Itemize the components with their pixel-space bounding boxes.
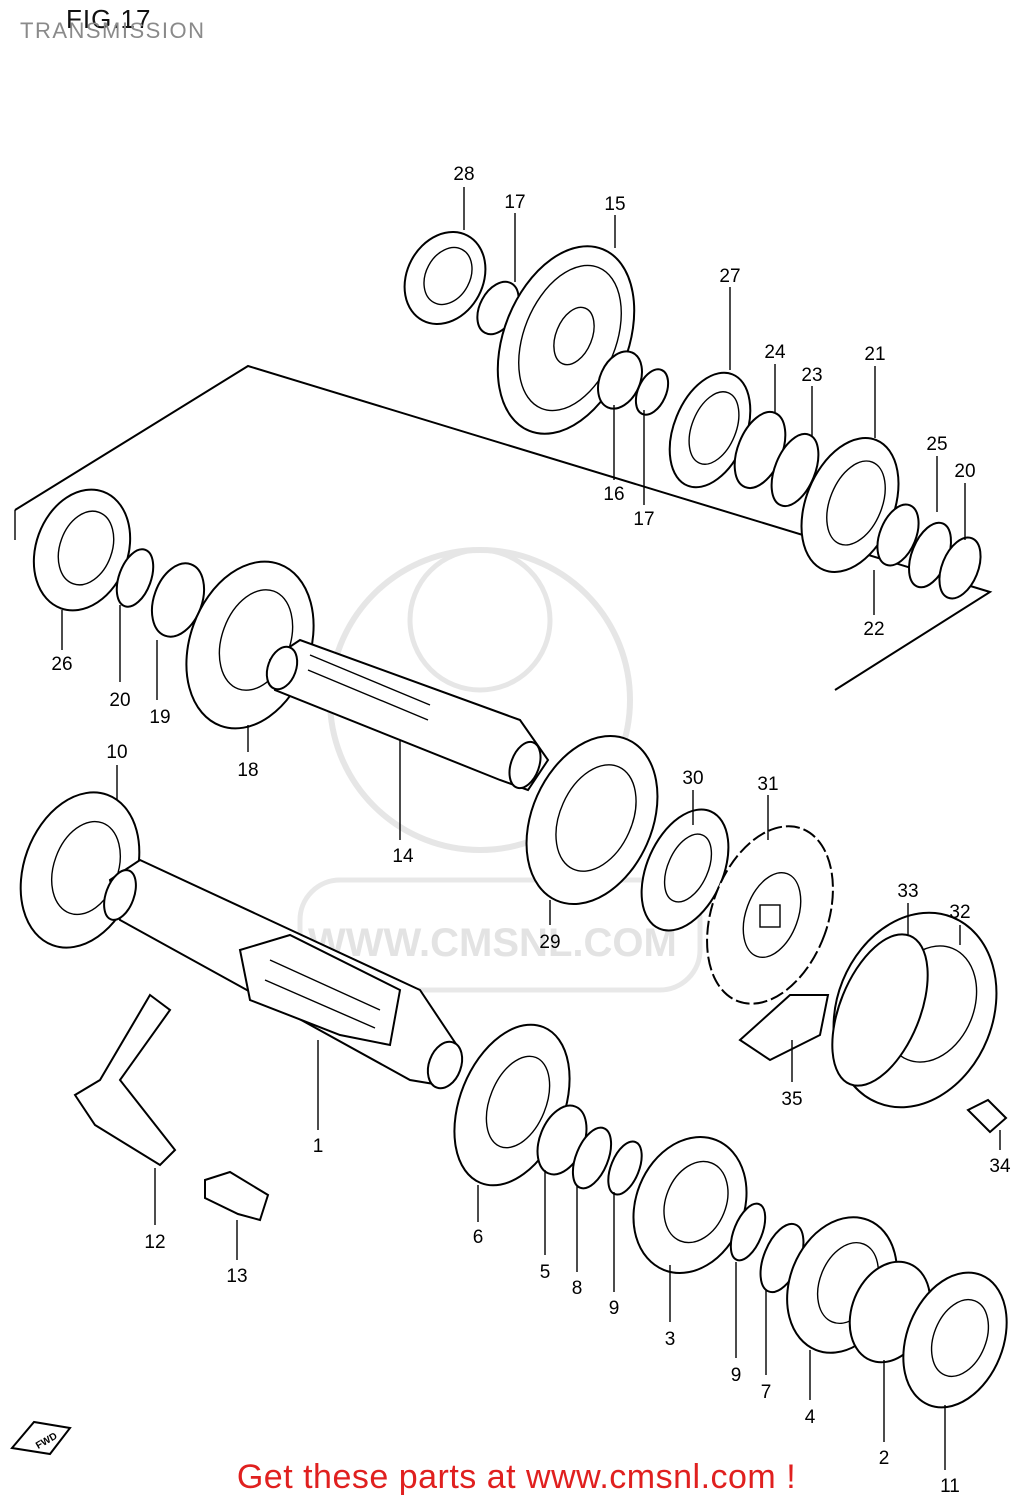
part-label: 8 — [572, 1278, 583, 1299]
part-label: 10 — [106, 742, 127, 763]
part-label: 22 — [863, 619, 884, 640]
part-label: 17 — [633, 509, 654, 530]
bolt-34 — [966, 1098, 1008, 1134]
bushing-22 — [876, 503, 920, 567]
lock-plate-35 — [738, 994, 830, 1062]
part-label: 13 — [226, 1266, 247, 1287]
watermark-text: WWW.CMSNL.COM — [308, 921, 677, 965]
part-label: 18 — [237, 760, 258, 781]
part-label: 14 — [392, 846, 414, 867]
gear-26 — [32, 488, 132, 612]
part-label: 23 — [801, 365, 822, 386]
part-label: 12 — [144, 1232, 165, 1253]
washer-8 — [571, 1126, 613, 1190]
part-label: 19 — [149, 707, 170, 728]
part-label: 30 — [682, 768, 703, 789]
part-labels: 28 17 15 27 24 23 21 25 20 16 17 22 26 2… — [51, 164, 1011, 1497]
part-label: 7 — [761, 1382, 772, 1403]
part-label: 1 — [313, 1136, 324, 1157]
part-label: 3 — [665, 1329, 676, 1350]
bearing-11 — [902, 1271, 1008, 1409]
part-label: 24 — [764, 342, 786, 363]
countershaft-14 — [265, 638, 550, 792]
part-label: 25 — [926, 434, 947, 455]
part-label: 20 — [109, 690, 130, 711]
part-label: 5 — [540, 1262, 551, 1283]
washer-17-bottom — [634, 368, 670, 416]
figure-title: TRANSMISSION — [20, 18, 206, 43]
bearing-29 — [525, 734, 659, 906]
figure-number: FIG.17 — [66, 4, 152, 34]
circlip-9-right — [729, 1202, 767, 1262]
circlip-20-left — [115, 548, 155, 608]
forward-arrow-icon: FWD — [10, 1420, 72, 1456]
part-label: 34 — [989, 1156, 1011, 1177]
part-label: 33 — [897, 881, 918, 902]
part-label: 20 — [954, 461, 975, 482]
part-label: 21 — [864, 344, 885, 365]
gear-21 — [800, 437, 900, 573]
part-label: 28 — [453, 164, 474, 185]
part-label: 17 — [504, 192, 525, 213]
part-label: 9 — [609, 1298, 620, 1319]
bearing-28 — [403, 231, 487, 325]
part-label: 31 — [757, 774, 778, 795]
leader-lines — [61, 187, 1001, 1470]
gear-15 — [496, 245, 636, 435]
stopper-plate-12 — [73, 993, 177, 1167]
part-label: 32 — [949, 902, 970, 923]
sprocket-31 — [706, 825, 834, 1005]
parts-link-banner[interactable]: Get these parts at www.cmsnl.com ! — [236, 1458, 797, 1496]
cover-rim-33 — [831, 933, 929, 1087]
part-label: 27 — [719, 266, 740, 287]
part-label: 2 — [879, 1448, 890, 1469]
part-label: 6 — [473, 1227, 484, 1248]
main-shaft-1 — [103, 858, 464, 1090]
part-label: 16 — [603, 484, 624, 505]
part-label: 4 — [805, 1407, 816, 1428]
bolt-13 — [204, 1170, 270, 1222]
countershaft-bracket — [14, 364, 993, 691]
part-label: 26 — [51, 654, 72, 675]
part-label: 29 — [539, 932, 560, 953]
circlip-20-right — [938, 536, 982, 600]
part-label: 11 — [940, 1476, 960, 1497]
part-label: 35 — [781, 1089, 802, 1110]
part-label: 15 — [604, 194, 625, 215]
part-label: 9 — [731, 1365, 742, 1386]
